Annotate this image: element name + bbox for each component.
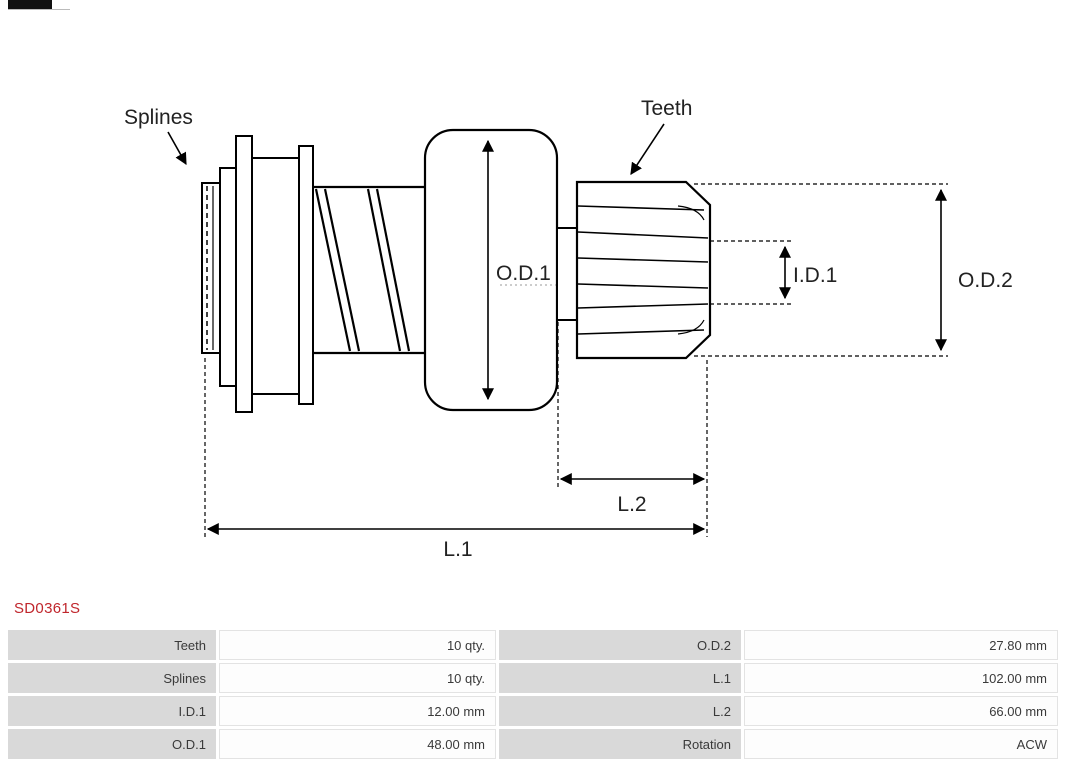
spec-cell-value: 10 qty.	[219, 663, 496, 693]
spec-cell-label: L.1	[499, 663, 741, 693]
splines-callout: Splines	[124, 106, 193, 166]
l2-dim-label: L.2	[617, 493, 646, 516]
spec-cell-label: L.2	[499, 696, 741, 726]
pinion-gear	[575, 180, 712, 360]
teeth-callout: Teeth	[630, 97, 692, 176]
spec-cell-value: ACW	[744, 729, 1058, 759]
splined-shaft-end	[201, 182, 221, 354]
spec-cell-value: 10 qty.	[219, 630, 496, 660]
technical-drawing: O.D.1 Splines Teeth O.D.2	[124, 97, 1013, 561]
retainer-flanges	[219, 135, 314, 413]
spec-table: Teeth 10 qty. O.D.2 27.80 mm Splines 10 …	[8, 630, 1058, 759]
starter-drive-diagram: O.D.1 Splines Teeth O.D.2	[124, 97, 1013, 561]
l1-dim-label: L.1	[443, 538, 472, 561]
spec-cell-label: O.D.2	[499, 630, 741, 660]
spec-cell-label: O.D.1	[8, 729, 216, 759]
brand-logo-bar	[8, 0, 52, 9]
l2-dimension: L.2	[557, 322, 708, 516]
od2-dimension: O.D.2	[694, 183, 1013, 357]
spec-cell-label: Splines	[8, 663, 216, 693]
spec-cell-value: 48.00 mm	[219, 729, 496, 759]
od2-dim-label: O.D.2	[958, 269, 1013, 292]
drive-body-cylinder: O.D.1	[423, 128, 559, 412]
teeth-label: Teeth	[641, 97, 692, 120]
od1-dim-label: O.D.1	[496, 262, 551, 285]
spec-cell-value: 66.00 mm	[744, 696, 1058, 726]
spec-cell-label: Rotation	[499, 729, 741, 759]
pinion-neck	[556, 227, 578, 321]
spec-cell-value: 27.80 mm	[744, 630, 1058, 660]
spec-cell-label: I.D.1	[8, 696, 216, 726]
spec-cell-value: 12.00 mm	[219, 696, 496, 726]
part-number: SD0361S	[14, 600, 81, 617]
splines-label: Splines	[124, 106, 193, 129]
spec-cell-value: 102.00 mm	[744, 663, 1058, 693]
l1-dimension: L.1	[204, 358, 708, 561]
id1-dimension: I.D.1	[710, 240, 837, 305]
spec-cell-label: Teeth	[8, 630, 216, 660]
id1-dim-label: I.D.1	[793, 264, 837, 287]
spring-section	[313, 185, 428, 355]
brand-logo-underline	[8, 9, 70, 10]
